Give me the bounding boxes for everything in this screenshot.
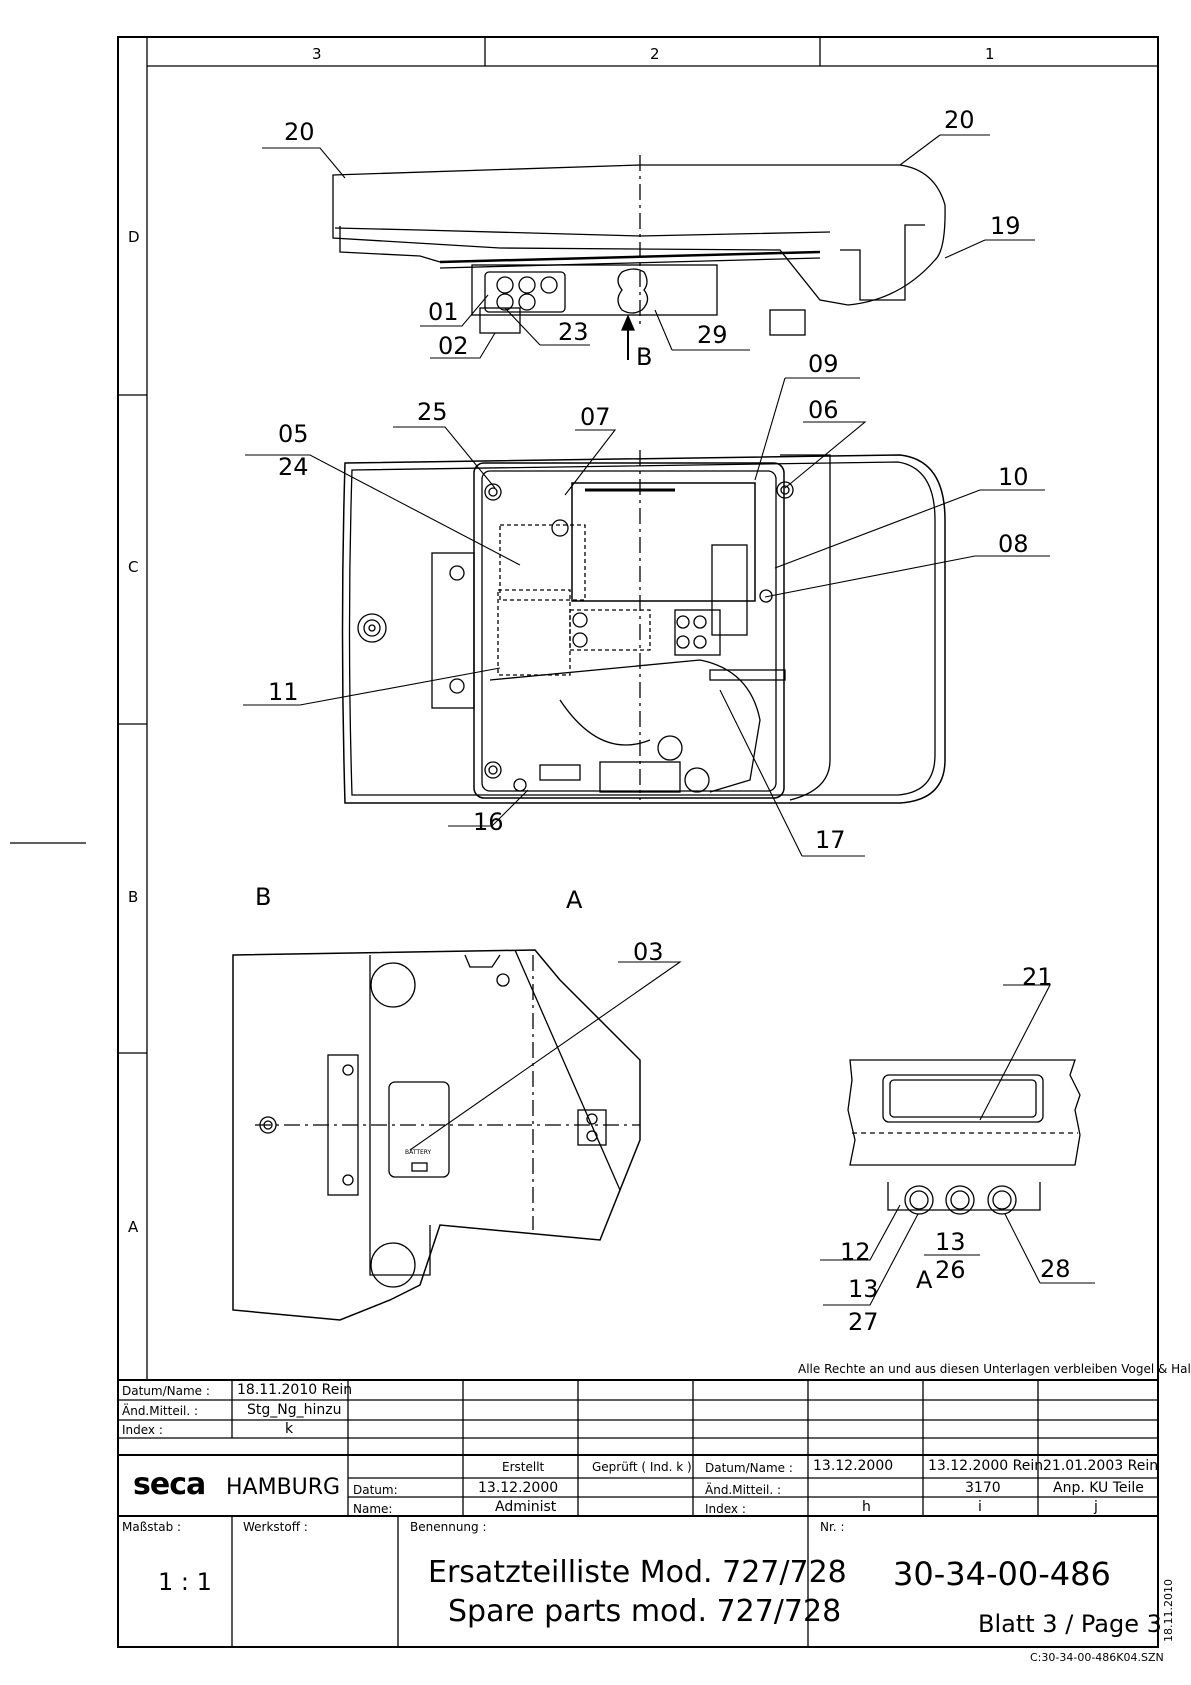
callout-24: 24 [278, 453, 309, 481]
material-label: Werkstoff : [243, 1520, 308, 1534]
approval-date-label: Datum: [353, 1483, 398, 1497]
company-logo: seca [133, 1467, 206, 1502]
revision-date-vertical: 18.11.2010 [1162, 1579, 1175, 1642]
callout-25: 25 [417, 398, 448, 426]
revision-date-value: 18.11.2010 Rein [237, 1382, 353, 1398]
history-change-label: Änd.Mitteil. : [705, 1483, 782, 1497]
view-title-B: B [255, 883, 272, 911]
zone-label-1: 1 [985, 45, 995, 63]
zone-label-3: 3 [312, 45, 322, 63]
zone-label-A: A [128, 1218, 139, 1236]
number-label: Nr. : [820, 1520, 845, 1534]
callout-16: 16 [473, 808, 504, 836]
revision-index-label: Index : [122, 1423, 163, 1437]
history-j-change: Anp. KU Teile [1053, 1480, 1144, 1496]
leader-lines [243, 134, 1095, 1306]
top-view [341, 450, 946, 804]
callout-26: 26 [935, 1256, 966, 1284]
approval-date-value: 13.12.2000 [478, 1480, 559, 1496]
callout-02: 02 [438, 332, 469, 360]
view-title-A: A [916, 1266, 933, 1294]
title-block [117, 1379, 1159, 1648]
history-i-change: 3170 [965, 1480, 1001, 1496]
callout-13: 13 [935, 1228, 966, 1256]
callout-17: 17 [815, 826, 846, 854]
callout-27: 27 [848, 1308, 879, 1336]
battery-label: BATTERY [405, 1149, 432, 1156]
history-h-index: h [862, 1499, 871, 1515]
history-h-date: 13.12.2000 [813, 1458, 894, 1474]
callout-19: 19 [990, 212, 1021, 240]
bottom-view [232, 949, 641, 1321]
callout-11: 11 [268, 678, 299, 706]
revision-index-value: k [285, 1421, 294, 1437]
callout-01: 01 [428, 298, 459, 326]
callout-23: 23 [558, 318, 589, 346]
history-i-date: 13.12.2000 Rein [928, 1458, 1044, 1474]
view-arrow-A: A [566, 886, 583, 914]
callout-05: 05 [278, 420, 309, 448]
callout-21: 21 [1022, 963, 1053, 991]
file-name: C:30-34-00-486K04.SZN [1030, 1651, 1164, 1664]
callout-28: 28 [1040, 1255, 1071, 1283]
designation-label: Benennung : [410, 1520, 487, 1534]
callout-20: 20 [284, 118, 315, 146]
history-index-label: Index : [705, 1502, 746, 1516]
side-section-view [332, 155, 946, 360]
revision-change-value: Stg_Ng_hinzu [247, 1402, 342, 1418]
scale-value: 1 : 1 [158, 1568, 212, 1596]
history-i-index: i [978, 1499, 982, 1515]
zone-label-C: C [128, 558, 139, 576]
callout-06: 06 [808, 396, 839, 424]
callout-29: 29 [697, 321, 728, 349]
callout-09: 09 [808, 350, 839, 378]
scale-label: Maßstab : [122, 1520, 182, 1534]
page-indicator: Blatt 3 / Page 3 [978, 1610, 1162, 1638]
drawing-title-de: Ersatzteilliste Mod. 727/728 [428, 1555, 847, 1590]
revision-change-label: Änd.Mitteil. : [122, 1404, 199, 1418]
revision-date-label: Datum/Name : [122, 1384, 210, 1398]
drawing-title-en: Spare parts mod. 727/728 [448, 1594, 842, 1629]
callout-08: 08 [998, 530, 1029, 558]
approval-created-header: Erstellt [502, 1460, 545, 1474]
callout-03: 03 [633, 938, 664, 966]
rights-notice: Alle Rechte an und aus diesen Unterlagen… [798, 1362, 1191, 1376]
callout-13: 13 [848, 1275, 879, 1303]
callout-07: 07 [580, 403, 611, 431]
callout-20: 20 [944, 106, 975, 134]
display-detail-view [847, 1059, 1081, 1215]
callout-12: 12 [840, 1238, 871, 1266]
history-date-label: Datum/Name : [705, 1461, 793, 1475]
zone-label-B: B [128, 888, 139, 906]
history-j-index: j [1094, 1499, 1098, 1515]
zone-label-D: D [128, 228, 140, 246]
view-arrow-B: B [636, 343, 653, 371]
zone-label-2: 2 [650, 45, 660, 63]
approval-name-label: Name: [353, 1502, 393, 1516]
drawing-number: 30-34-00-486 [893, 1555, 1111, 1593]
history-j-date: 21.01.2003 Rein [1043, 1458, 1159, 1474]
approval-checked-header: Geprüft ( Ind. k ) [592, 1460, 692, 1474]
company-city: HAMBURG [226, 1475, 341, 1500]
callout-10: 10 [998, 463, 1029, 491]
approval-name-value: Administ [495, 1499, 557, 1515]
